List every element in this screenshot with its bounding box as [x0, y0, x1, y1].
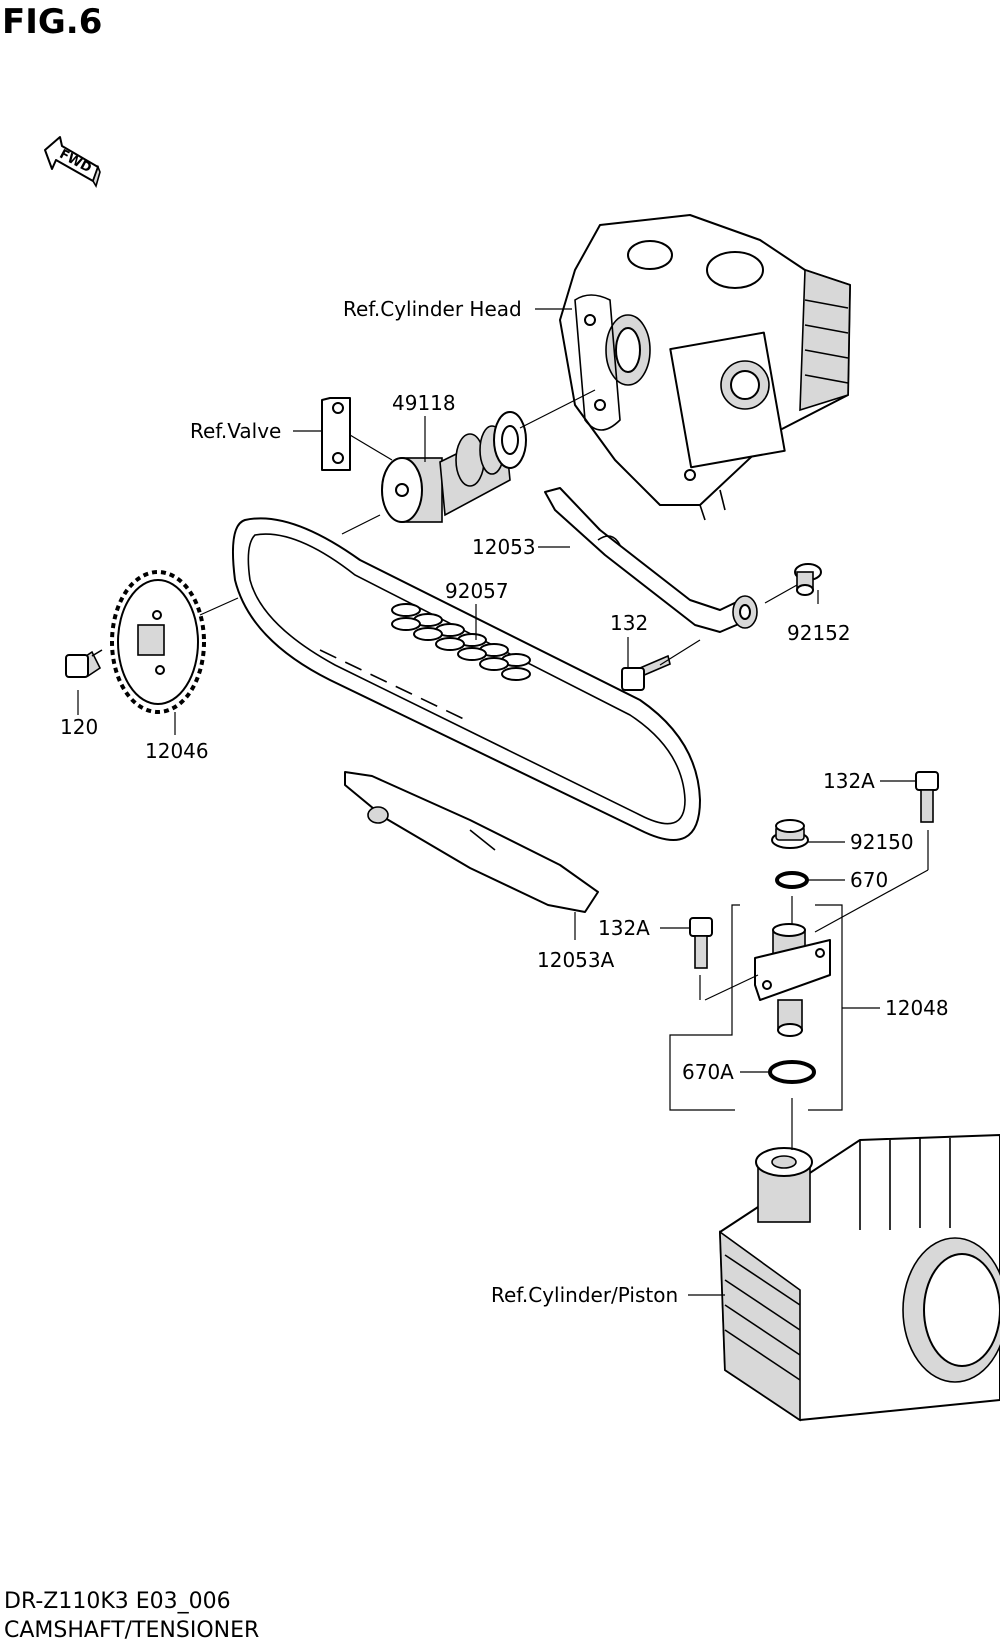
cylinder-block-drawing [719, 1134, 1000, 1422]
label-132a-top: 132A [823, 769, 875, 793]
label-ref-valve: Ref.Valve [190, 419, 281, 443]
label-132a-mid: 132A [598, 916, 650, 940]
label-132: 132 [610, 611, 648, 635]
sprocket-drawing [110, 570, 206, 714]
camshaft-drawing [381, 411, 527, 523]
label-92057: 92057 [445, 579, 509, 603]
tensioner-assy-drawing [754, 923, 831, 1037]
bolt-132a-top-drawing [915, 771, 939, 823]
label-92150: 92150 [850, 830, 914, 854]
leader-lines [77, 308, 929, 1296]
label-120: 120 [60, 715, 98, 739]
fwd-arrow-icon: FWD [44, 136, 101, 188]
label-ref-cylinder-piston: Ref.Cylinder/Piston [491, 1283, 678, 1307]
label-670: 670 [850, 868, 888, 892]
model-code: DR-Z110K3 E03_006 [4, 1589, 231, 1614]
label-12048: 12048 [885, 996, 949, 1020]
figure-title: FIG.6 [2, 2, 103, 42]
section-title: CAMSHAFT/TENSIONER [4, 1618, 260, 1643]
label-670a: 670A [682, 1060, 734, 1084]
plug-92150-drawing [771, 819, 809, 849]
label-12053a: 12053A [537, 948, 615, 972]
oring-670-drawing [775, 871, 809, 889]
bolt-120-drawing [65, 649, 103, 678]
label-49118: 49118 [392, 391, 456, 415]
chain-links [391, 603, 531, 681]
oring-670a-drawing [768, 1060, 816, 1084]
cam-chain-drawing [232, 517, 701, 841]
cylinder-head-drawing [559, 214, 851, 521]
chain-guide-12053-drawing [544, 487, 758, 633]
label-12046: 12046 [145, 739, 209, 763]
tensioner-guide-12053a-drawing [344, 771, 599, 913]
collar-92152-drawing [794, 563, 822, 596]
valve-plate-drawing [321, 397, 351, 471]
label-92152: 92152 [787, 621, 851, 645]
bolt-132-drawing [621, 654, 671, 691]
label-ref-cylinder-head: Ref.Cylinder Head [343, 297, 522, 321]
bolt-132a-mid-drawing [689, 917, 713, 969]
label-12053: 12053 [472, 535, 536, 559]
